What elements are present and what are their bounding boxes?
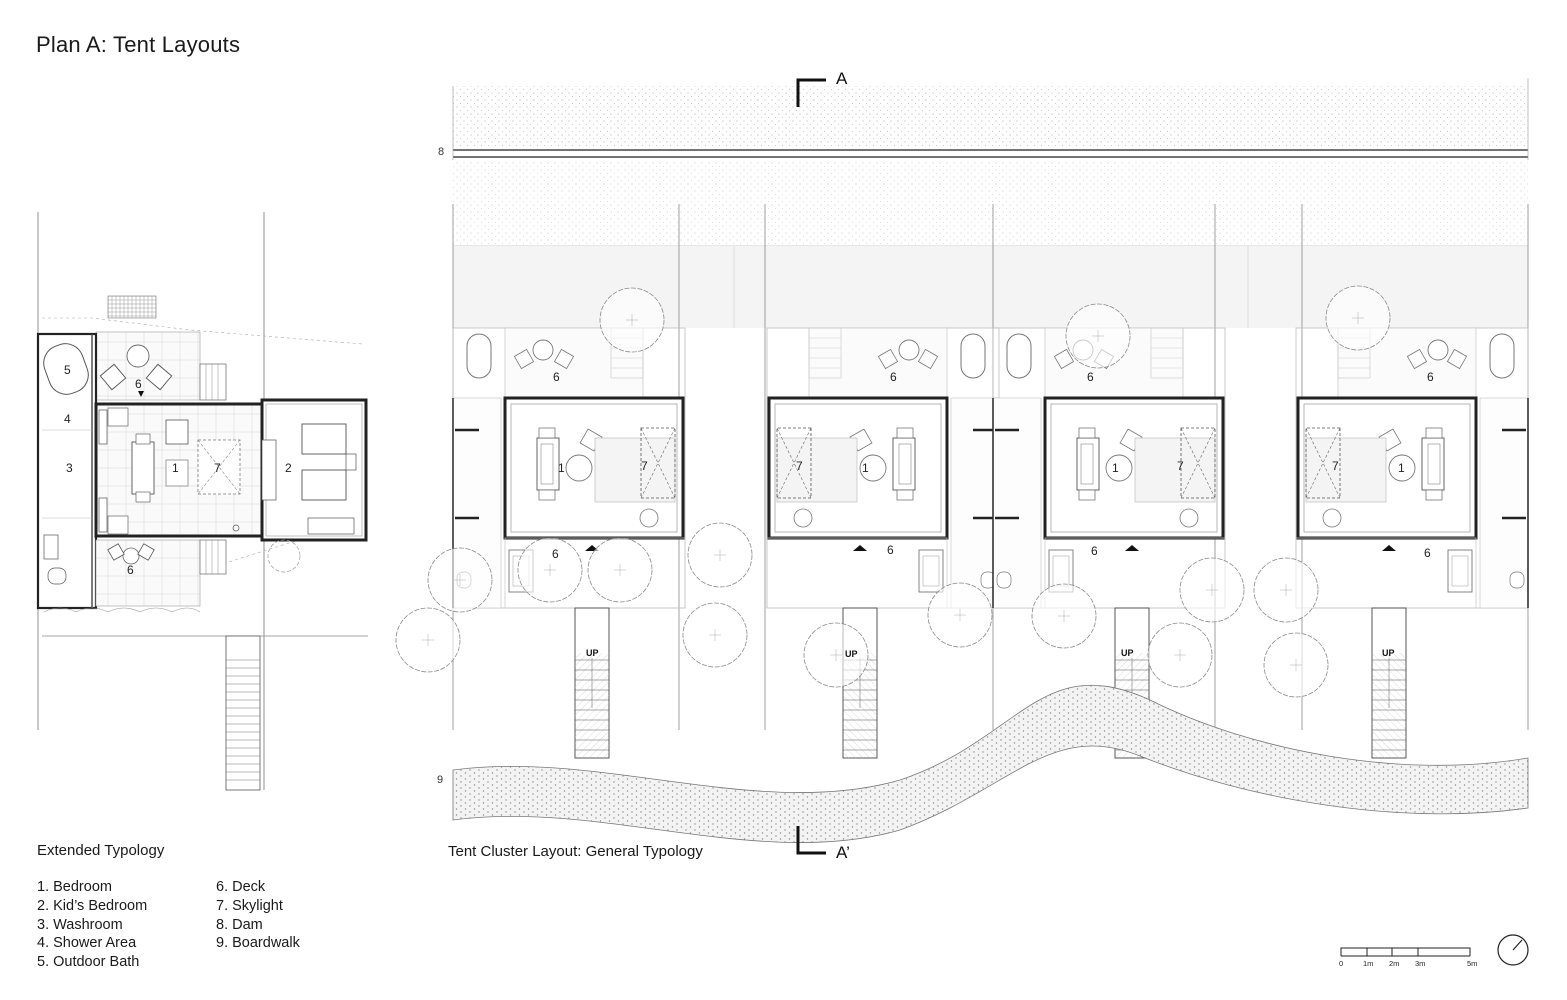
stair-up-label: UP	[1121, 648, 1134, 658]
label-skylight: 7	[214, 461, 221, 475]
tree	[1147, 622, 1213, 688]
tree	[1065, 303, 1131, 369]
stair-up-label: UP	[586, 648, 599, 658]
legend-item: 9. Boardwalk	[216, 935, 300, 952]
cluster-label-deck: 6	[1427, 370, 1434, 384]
section-mark-top	[796, 78, 826, 107]
cluster-label-skylight: 7	[641, 459, 648, 473]
cluster-label-deck: 6	[890, 370, 897, 384]
cluster-label-bedroom: 1	[558, 461, 565, 475]
tree	[1253, 557, 1319, 623]
cluster-label-skylight: 7	[796, 459, 803, 473]
legend-item: 4. Shower Area	[37, 935, 137, 952]
label-washroom: 3	[66, 461, 73, 475]
scale-label: 0	[1339, 959, 1343, 968]
tent-unit-1	[451, 326, 687, 760]
legend-item: 2. Kid’s Bedroom	[37, 897, 148, 914]
scale-bar: 0 1m 2m 3m 5m	[1339, 947, 1477, 968]
cluster-label-deck: 6	[1091, 544, 1098, 558]
tree	[927, 582, 993, 648]
cluster-label-deck: 6	[887, 543, 894, 557]
legend-item: 3. Washroom	[37, 916, 123, 933]
tree	[682, 602, 748, 668]
tent-unit-2	[765, 326, 1001, 760]
legend-item: 1. Bedroom	[37, 879, 112, 895]
stair-up-label: UP	[845, 649, 858, 659]
boardwalk	[452, 684, 1529, 843]
tree	[395, 607, 461, 673]
tree	[1325, 285, 1391, 351]
label-outdoor-bath: 5	[64, 363, 71, 377]
legend-column-right: 6. Deck 7. Skylight 8. Dam 9. Boardwalk	[216, 878, 300, 953]
label-shower-area: 4	[64, 412, 71, 426]
legend-item: 5. Outdoor Bath	[37, 954, 140, 971]
tree	[1179, 557, 1245, 623]
marker-boardwalk: 9	[437, 774, 443, 786]
cluster-label-deck: 6	[552, 547, 559, 561]
tree	[517, 537, 583, 603]
legend-item: 8. Dam	[216, 916, 263, 933]
legend-column-left: 1. Bedroom 2. Kid’s Bedroom 3. Washroom …	[37, 878, 147, 972]
cluster-label-bedroom: 1	[862, 461, 869, 475]
label-bedroom: 1	[172, 461, 179, 475]
cluster-label-skylight: 7	[1332, 459, 1339, 473]
tree	[1031, 583, 1097, 649]
tent-unit-4	[1294, 326, 1530, 760]
cluster-label-skylight: 7	[1177, 459, 1184, 473]
scale-label: 5m	[1467, 959, 1477, 968]
section-mark-bottom	[796, 826, 826, 855]
tree	[587, 537, 653, 603]
tree	[427, 547, 493, 613]
legend-item: 6. Deck	[216, 879, 266, 895]
stair-up-label: UP	[1382, 648, 1395, 658]
label-deck-bottom: 6	[127, 563, 134, 577]
tree	[599, 287, 665, 353]
cluster-label-deck: 6	[1424, 546, 1431, 560]
cluster-label-deck: 6	[1087, 370, 1094, 384]
label-kids-bedroom: 2	[285, 461, 292, 475]
extended-typology-plan: 5 4 3 6 1 7 2 6	[36, 212, 368, 791]
tree	[687, 522, 753, 588]
extended-typology-caption: Extended Typology	[37, 842, 165, 859]
section-label-bottom: A’	[836, 843, 850, 862]
cluster-label-deck: 6	[553, 370, 560, 384]
section-label-top: A	[836, 69, 848, 88]
scale-label: 1m	[1363, 959, 1373, 968]
cluster-layout-caption: Tent Cluster Layout: General Typology	[448, 843, 703, 860]
tree	[1263, 632, 1329, 698]
scale-label: 2m	[1389, 959, 1399, 968]
cluster-label-bedroom: 1	[1398, 461, 1405, 475]
scale-label: 3m	[1415, 959, 1425, 968]
marker-dam: 8	[438, 146, 444, 158]
cluster-label-bedroom: 1	[1112, 461, 1119, 475]
north-arrow-icon	[1497, 934, 1529, 966]
tree	[803, 622, 869, 688]
label-deck-top: 6	[135, 377, 142, 391]
tent-cluster-plan: 6 6 6 6 1 1 1 1 7 7 7 7 6 6 6 6 UP UP UP…	[395, 69, 1530, 862]
legend-item: 7. Skylight	[216, 897, 283, 914]
page-title: Plan A: Tent Layouts	[36, 32, 241, 57]
